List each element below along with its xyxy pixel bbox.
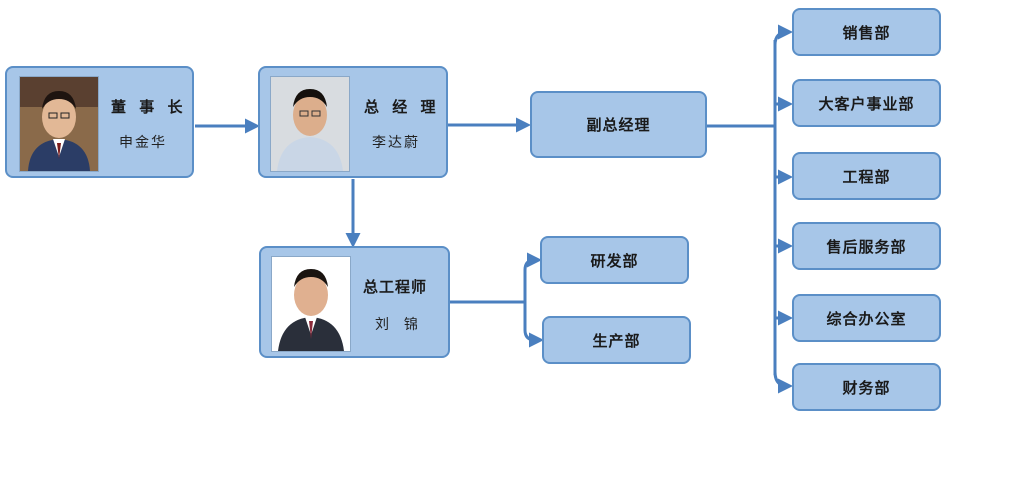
chief-engineer-title: 总工程师 [363,278,428,296]
chief-engineer-card: 总工程师 刘 锦 [259,246,450,358]
production-department-box: 生产部 [542,316,691,364]
chairman-photo [19,76,99,172]
general-manager-photo [270,76,350,172]
general-manager-title: 总 经 理 [364,98,440,116]
finance-department-box: 财务部 [792,363,941,411]
chief-engineer-photo [271,256,351,352]
chief-engineer-name: 刘 锦 [375,317,420,333]
general-office-box: 综合办公室 [792,294,941,342]
sales-department-box: 销售部 [792,8,941,56]
after-sales-department-box: 售后服务部 [792,222,941,270]
rd-department-box: 研发部 [540,236,689,284]
chairman-name: 申金华 [119,135,167,151]
general-manager-name: 李达蔚 [372,135,420,151]
chairman-title: 董 事 长 [111,98,187,116]
vice-general-manager-box: 副总经理 [530,91,707,158]
key-accounts-department-box: 大客户事业部 [792,79,941,127]
engineering-department-box: 工程部 [792,152,941,200]
general-manager-card: 总 经 理 李达蔚 [258,66,448,178]
chairman-card: 董 事 长 申金华 [5,66,194,178]
